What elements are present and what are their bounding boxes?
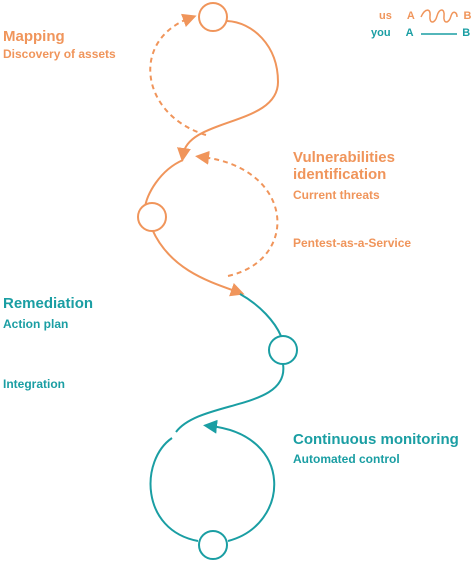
- monitoring-title: Continuous monitoring: [293, 431, 459, 448]
- mapping-node: [198, 2, 228, 32]
- monitoring-item-automated: Automated control: [293, 452, 400, 466]
- legend-us-from: A: [406, 10, 415, 22]
- legend-us: us A B: [379, 10, 471, 22]
- mapping-item-discovery: Discovery of assets: [3, 47, 116, 61]
- remediation-lower-path: [175, 363, 285, 433]
- vulnerabilities-item-pentest: Pentest-as-a-Service: [293, 236, 412, 250]
- monitoring-return-path: [203, 419, 276, 542]
- legend-you-from: A: [405, 27, 414, 39]
- legend-us-squiggle: [420, 9, 458, 23]
- vulnerabilities-return-dashed-path: [195, 150, 279, 277]
- vulnerabilities-node: [137, 202, 167, 232]
- legend-you-to: B: [462, 27, 471, 39]
- remediation-title: Remediation: [3, 295, 94, 312]
- vulnerabilities-lower-path: [151, 228, 245, 297]
- remediation-item-action-plan: Action plan: [3, 317, 69, 331]
- legend-you-label: you: [371, 27, 391, 39]
- vulnerabilities-title-line1: Vulnerabilities: [293, 149, 395, 166]
- vulnerabilities-item-threats: Current threats: [293, 188, 380, 202]
- mapping-return-dashed-path: [149, 13, 207, 136]
- legend-us-label: us: [379, 10, 392, 22]
- vulnerabilities-title-line2: identification: [293, 166, 387, 183]
- remediation-path: [239, 293, 282, 337]
- mapping-title: Mapping: [3, 28, 65, 45]
- remediation-node: [268, 335, 298, 365]
- vulnerabilities-loop-path: [144, 159, 184, 209]
- monitoring-node: [198, 530, 228, 560]
- legend-us-to: B: [463, 10, 472, 22]
- remediation-item-integration: Integration: [3, 377, 65, 391]
- monitoring-loop-path: [149, 437, 199, 542]
- mapping-loop-path: [177, 20, 280, 162]
- legend-you: you A B: [371, 27, 470, 39]
